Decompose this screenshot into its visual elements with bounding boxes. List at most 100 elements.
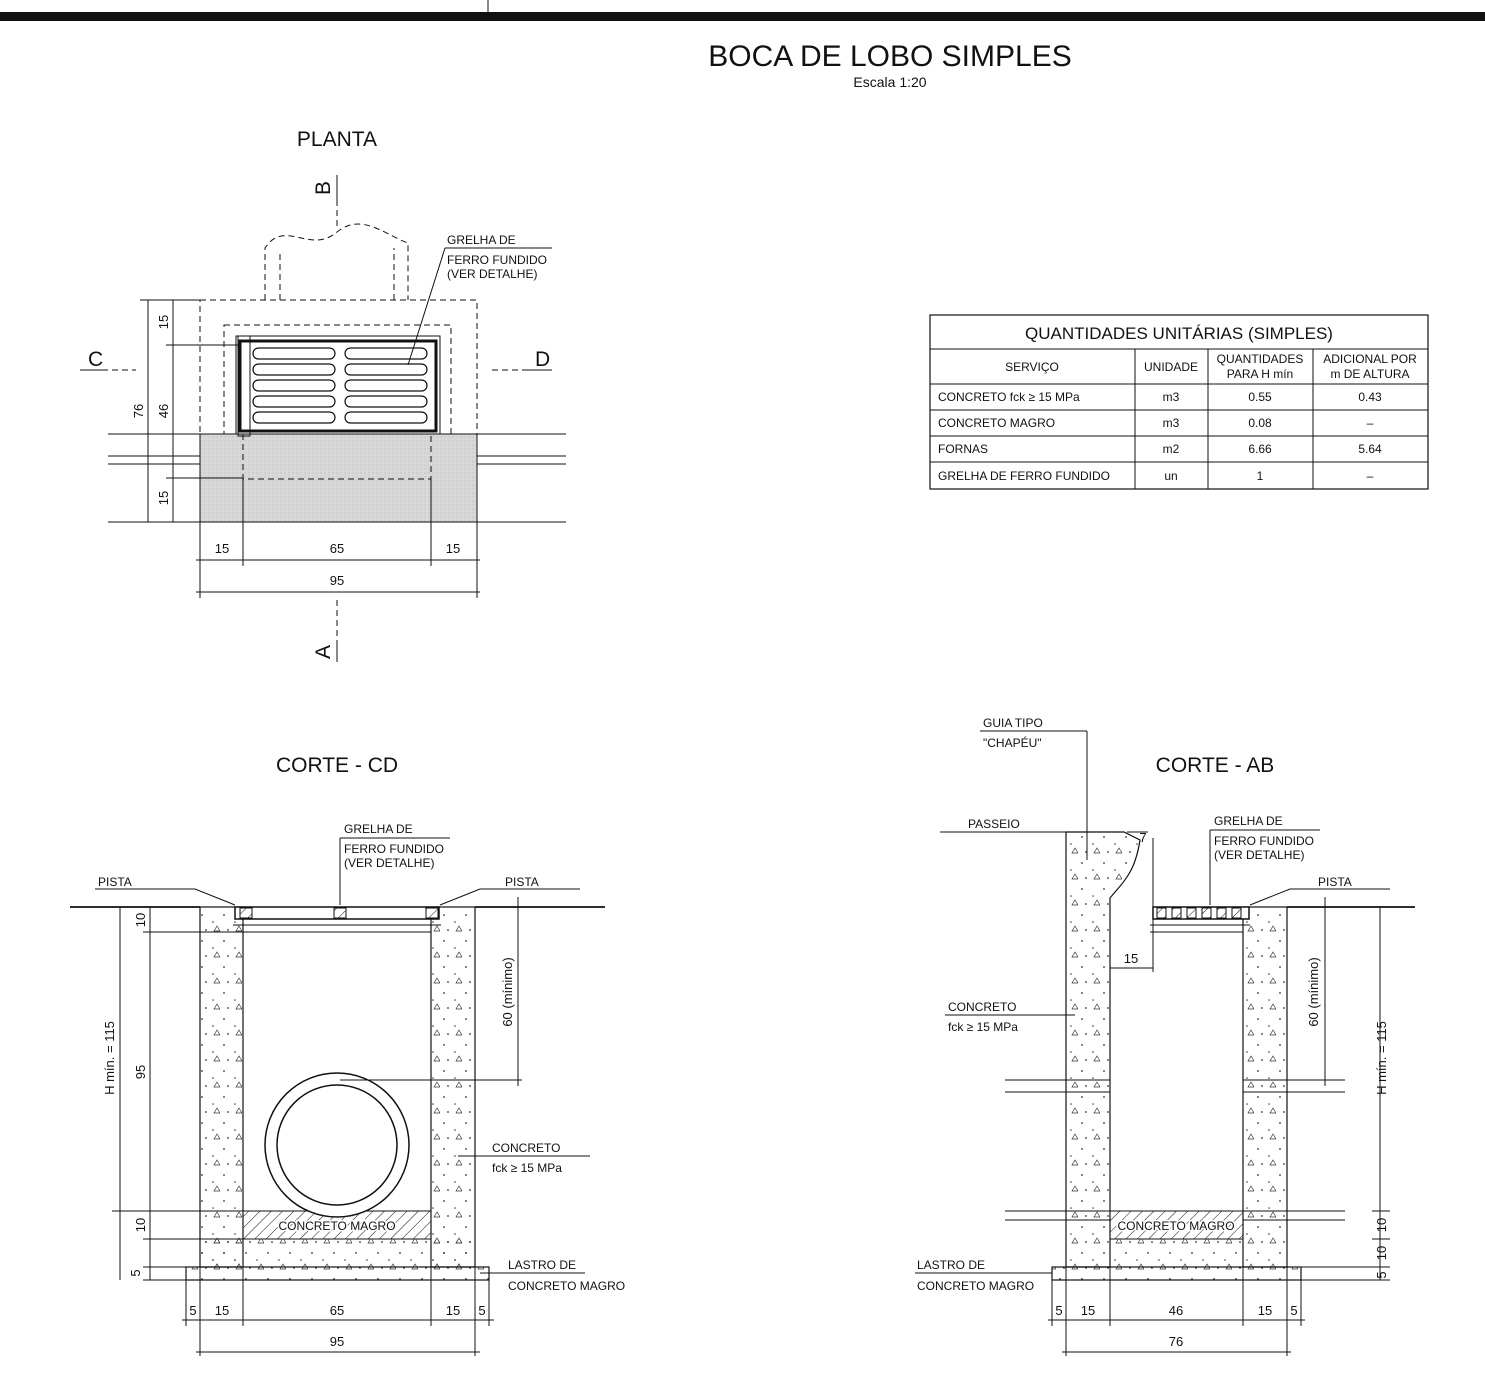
table-cell: 0.43 <box>1358 390 1382 404</box>
corte-cd-dim-60-min: 60 (mínimo) <box>500 957 515 1026</box>
corte-cd-lastro-label-1: LASTRO DE <box>508 1258 576 1272</box>
planta-dim-15-top: 15 <box>156 315 171 329</box>
table-cell: m3 <box>1163 416 1180 430</box>
corte-ab-title: CORTE - AB <box>1156 754 1275 777</box>
table-cell: FORNAS <box>938 442 988 456</box>
corte-ab-dim-b5-right: 5 <box>1290 1303 1297 1318</box>
corte-ab-view: CORTE - AB GUIA TIPO "CHAPÉU" PASSEIO 7 … <box>915 716 1415 1356</box>
corte-cd-pista-right: PISTA <box>505 875 539 889</box>
corte-ab-curb <box>1065 831 1141 1268</box>
corte-cd-dim-b5-right: 5 <box>478 1303 485 1318</box>
corte-cd-title: CORTE - CD <box>276 754 398 777</box>
corte-cd-left-wall <box>199 906 244 1268</box>
table-cell: – <box>1367 469 1374 483</box>
planta-grelha-label-3: (VER DETALHE) <box>447 267 537 281</box>
corte-ab-guia-label-2: "CHAPÉU" <box>983 735 1042 750</box>
corte-cd-grelha-label-1: GRELHA DE <box>344 822 413 836</box>
corte-ab-dim-r10-top: 10 <box>1374 1218 1389 1232</box>
corte-ab-dim-b15-right: 15 <box>1258 1303 1272 1318</box>
table-cell: – <box>1367 416 1374 430</box>
planta-dim-total-95: 95 <box>330 573 344 588</box>
corte-ab-concreto-label-1: CONCRETO <box>948 1000 1016 1014</box>
planta-view: PLANTA B <box>80 128 566 662</box>
corte-ab-dim-r5: 5 <box>1374 1271 1389 1278</box>
planta-dim-bottom-15-right: 15 <box>446 541 460 556</box>
corte-ab-dim-r10-bottom: 10 <box>1374 1246 1389 1260</box>
corte-cd-pista-left: PISTA <box>98 875 132 889</box>
table-header-quantidades-1: QUANTIDADES <box>1217 352 1304 366</box>
corte-cd-lastro-label-2: CONCRETO MAGRO <box>508 1279 625 1293</box>
planta-dim-15-bottom: 15 <box>156 491 171 505</box>
corte-cd-dim-h: H mín. = 115 <box>102 1021 117 1095</box>
corte-cd-dim-10-bottom: 10 <box>133 1218 148 1232</box>
corte-ab-dim-15: 15 <box>1124 951 1138 966</box>
planta-dim-76: 76 <box>131 404 146 418</box>
table-cell: GRELHA DE FERRO FUNDIDO <box>938 469 1110 483</box>
planta-grelha-label-2: FERRO FUNDIDO <box>447 253 547 267</box>
corte-cd-right-wall <box>430 906 476 1268</box>
corte-cd-dim-b15-right: 15 <box>446 1303 460 1318</box>
section-mark-b: B <box>312 181 335 195</box>
corte-ab-dim-b15-left: 15 <box>1081 1303 1095 1318</box>
table-cell: CONCRETO MAGRO <box>938 416 1055 430</box>
planta-grelha-label-1: GRELHA DE <box>447 233 516 247</box>
corte-cd-pipe-inner <box>276 1084 398 1206</box>
section-mark-a: A <box>312 645 335 659</box>
corte-ab-dim-60-min: 60 (mínimo) <box>1306 957 1321 1026</box>
corte-ab-lastro-label-2: CONCRETO MAGRO <box>917 1279 1034 1293</box>
corte-cd-concreto-label-2: fck ≥ 15 MPa <box>492 1161 562 1175</box>
planta-title: PLANTA <box>297 128 377 151</box>
table-header-servico: SERVIÇO <box>1005 360 1059 374</box>
table-cell: 6.66 <box>1248 442 1272 456</box>
corte-cd-dim-10-top: 10 <box>133 913 148 927</box>
corte-ab-dim-total: 76 <box>1169 1334 1183 1349</box>
corte-ab-right-wall <box>1242 906 1288 1268</box>
corte-ab-lastro <box>1051 1266 1302 1281</box>
table-cell: CONCRETO fck ≥ 15 MPa <box>938 390 1080 404</box>
corte-cd-grelha-label-2: FERRO FUNDIDO <box>344 842 444 856</box>
corte-ab-grelha-label-2: FERRO FUNDIDO <box>1214 834 1314 848</box>
corte-cd-dim-b15-left: 15 <box>215 1303 229 1318</box>
sheet-scale: Escala 1:20 <box>853 74 926 90</box>
corte-ab-grelha-label-3: (VER DETALHE) <box>1214 848 1304 862</box>
table-cell: un <box>1164 469 1177 483</box>
table-cell: m2 <box>1163 442 1180 456</box>
table-title: QUANTIDADES UNITÁRIAS (SIMPLES) <box>1025 324 1333 343</box>
corte-cd-dim-95: 95 <box>133 1065 148 1079</box>
corte-ab-magro-label: CONCRETO MAGRO <box>1117 1219 1234 1233</box>
corte-ab-grelha-label-1: GRELHA DE <box>1214 814 1283 828</box>
corte-cd-dim-5: 5 <box>128 1269 143 1276</box>
section-mark-d: D <box>535 348 550 371</box>
corte-cd-dim-total: 95 <box>330 1334 344 1349</box>
table-header-quantidades-2: PARA H mín <box>1227 367 1293 381</box>
table-cell: m3 <box>1163 390 1180 404</box>
corte-cd-dim-b65: 65 <box>330 1303 344 1318</box>
table-header-adicional-1: ADICIONAL POR <box>1323 352 1417 366</box>
corte-ab-dim-b46: 46 <box>1169 1303 1183 1318</box>
table-cell: 0.08 <box>1248 416 1272 430</box>
corte-ab-pista: PISTA <box>1318 875 1352 889</box>
corte-ab-passeio: PASSEIO <box>968 817 1020 831</box>
corte-ab-dim-h: H mín. = 115 <box>1374 1021 1389 1095</box>
planta-dim-bottom-15-left: 15 <box>215 541 229 556</box>
table-header-adicional-2: m DE ALTURA <box>1330 367 1409 381</box>
planta-grate <box>235 335 441 437</box>
table-cell: 0.55 <box>1248 390 1272 404</box>
corte-ab-lastro-label-1: LASTRO DE <box>917 1258 985 1272</box>
planta-dim-46: 46 <box>156 404 171 418</box>
sheet-title: BOCA DE LOBO SIMPLES <box>708 40 1071 73</box>
corte-ab-concreto-magro <box>1109 1210 1244 1240</box>
corte-ab-concreto-label-2: fck ≥ 15 MPa <box>948 1020 1018 1034</box>
section-mark-c: C <box>88 348 103 371</box>
corte-cd-grelha-label-3: (VER DETALHE) <box>344 856 434 870</box>
corte-cd-magro-label: CONCRETO MAGRO <box>278 1219 395 1233</box>
corte-ab-dim-7: 7 <box>1139 830 1146 845</box>
corte-ab-guia-label-1: GUIA TIPO <box>983 716 1043 730</box>
corte-cd-view: CORTE - CD PISTA PISTA CONCRETO MAGRO <box>70 754 625 1356</box>
corte-cd-dim-b5-left: 5 <box>189 1303 196 1318</box>
table-cell: 1 <box>1257 469 1264 483</box>
planta-dim-bottom-65: 65 <box>330 541 344 556</box>
quantities-table: QUANTIDADES UNITÁRIAS (SIMPLES) SERVIÇO … <box>929 314 1429 490</box>
corte-cd-concreto-label-1: CONCRETO <box>492 1141 560 1155</box>
